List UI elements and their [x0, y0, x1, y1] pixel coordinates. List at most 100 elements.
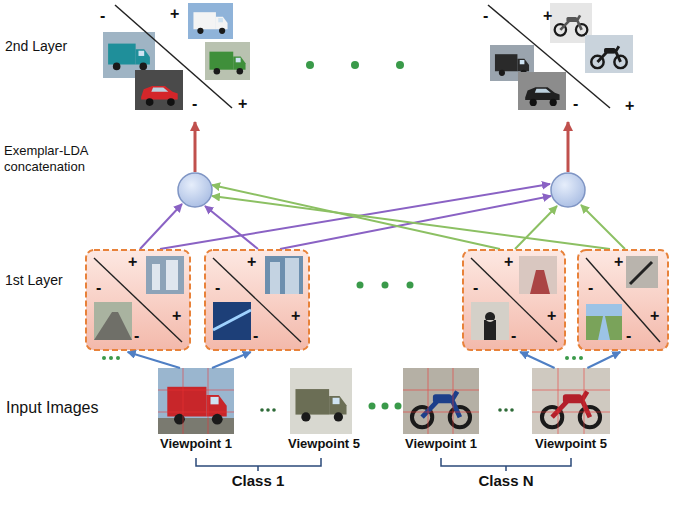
input-image: Viewpoint 1	[156, 368, 236, 452]
class-sign: +	[614, 254, 623, 270]
dot	[396, 61, 404, 69]
input-image: Viewpoint 5	[288, 368, 354, 452]
patch-detail	[152, 260, 178, 290]
green-arrow	[515, 206, 557, 249]
class-sign: +	[291, 308, 300, 324]
patch	[519, 256, 557, 294]
dot	[266, 408, 270, 412]
patch-detail	[630, 262, 652, 284]
classifier-panel	[488, 3, 633, 110]
dot	[407, 282, 414, 289]
classifier-panel: -+-+	[468, 0, 643, 115]
purple-arrow	[140, 204, 182, 249]
patch-detail	[270, 258, 299, 294]
green-arrow	[212, 185, 500, 249]
input-photo	[403, 368, 479, 434]
class-sign: +	[172, 308, 181, 324]
vehicle	[542, 392, 600, 428]
input-arrow	[587, 352, 620, 368]
patch-detail	[530, 270, 550, 294]
green-arrow	[212, 196, 610, 249]
vehicle	[141, 86, 178, 106]
class-sign: -	[192, 96, 197, 112]
class-sign: +	[547, 308, 556, 324]
concat-circle	[551, 173, 585, 207]
purple-arrow	[205, 206, 258, 249]
dot	[102, 356, 106, 360]
dot	[260, 408, 264, 412]
class-sign: -	[253, 328, 258, 344]
vehicle	[295, 389, 346, 421]
dot	[498, 408, 502, 412]
class-sign: +	[247, 254, 256, 270]
green-arrow	[581, 205, 625, 249]
patch	[94, 302, 132, 340]
ellipsis-dots	[102, 282, 583, 361]
classifier-box: +-+-	[463, 250, 565, 350]
classifier-box: +-+-	[205, 250, 309, 350]
photo	[188, 3, 233, 39]
layer-label: 2nd Layer	[5, 38, 105, 56]
class-sign: +	[238, 96, 247, 112]
classifier-box	[578, 250, 668, 350]
dot	[306, 61, 314, 69]
patch-detail	[484, 312, 496, 340]
dot	[382, 282, 389, 289]
layer-label: Class 1	[198, 472, 318, 491]
purple-arrow	[160, 184, 550, 249]
dot	[272, 408, 276, 412]
vehicle	[412, 392, 470, 428]
classifier-panel	[103, 3, 250, 110]
viewpoint-caption: Viewpoint 1	[156, 436, 236, 452]
box-ground	[463, 250, 565, 350]
class-sign: -	[473, 280, 478, 296]
patch	[213, 302, 251, 340]
classifier-box	[86, 250, 190, 350]
class-sign: -	[483, 8, 488, 24]
patch	[586, 304, 622, 340]
class-sign: -	[626, 328, 631, 344]
concat-circle	[178, 173, 212, 207]
class-sign: +	[625, 98, 634, 114]
box-ground	[578, 250, 668, 350]
class-bracket	[196, 458, 321, 471]
dot	[565, 356, 569, 360]
class-sign: -	[588, 280, 593, 296]
photo	[135, 70, 183, 110]
viewpoint-caption: Viewpoint 5	[530, 436, 612, 452]
patch	[626, 256, 658, 288]
input-arrow	[520, 352, 554, 368]
photo	[518, 72, 566, 110]
viewpoint-caption: Viewpoint 1	[401, 436, 481, 452]
ellipsis-dots	[306, 61, 404, 69]
dot	[579, 356, 583, 360]
layer-label: Input Images	[6, 398, 126, 418]
vehicle	[108, 44, 150, 71]
class-sign: +	[128, 254, 137, 270]
dot	[510, 408, 514, 412]
box-ground	[205, 250, 309, 350]
dot	[395, 403, 402, 410]
grid-lines	[532, 368, 610, 434]
photo-ground	[158, 418, 234, 434]
class-sign: +	[543, 8, 552, 24]
patch	[265, 256, 303, 294]
photo	[158, 368, 234, 434]
dot	[116, 356, 120, 360]
class-sign: +	[650, 308, 659, 324]
vehicle	[167, 387, 226, 425]
patch-detail	[586, 304, 622, 340]
dot	[382, 403, 389, 410]
patch-detail	[213, 310, 251, 330]
classifier-box: + - + -	[578, 250, 668, 350]
vehicle	[555, 15, 588, 35]
output-arrow	[567, 122, 570, 172]
input-image: Viewpoint 5	[530, 368, 612, 452]
dot	[572, 356, 576, 360]
input-arrow	[128, 352, 180, 368]
vehicle	[209, 52, 245, 75]
